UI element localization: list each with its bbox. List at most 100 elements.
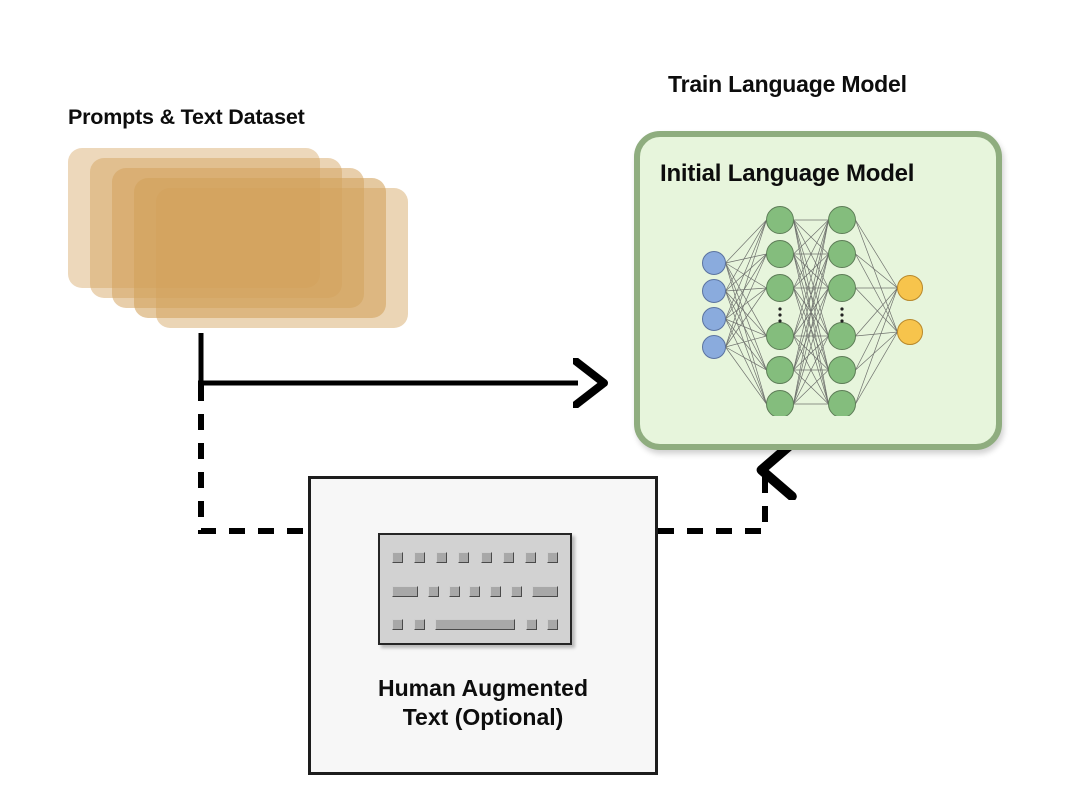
output-node bbox=[897, 319, 923, 345]
human-caption-line-1: Human Augmented bbox=[378, 675, 588, 701]
keyboard-key-small bbox=[427, 586, 439, 597]
keyboard-key-small bbox=[458, 552, 470, 563]
network-edge bbox=[725, 253, 767, 320]
keyboard-row bbox=[392, 586, 558, 597]
keyboard-key-small bbox=[524, 552, 536, 563]
human-caption-line-2: Text (Optional) bbox=[402, 703, 564, 730]
network-edge bbox=[725, 253, 767, 292]
network-edge bbox=[793, 287, 829, 405]
hidden-node bbox=[766, 274, 794, 302]
network-edge bbox=[855, 287, 898, 333]
network-edge bbox=[725, 262, 767, 405]
network-ellipsis-dot bbox=[840, 319, 844, 323]
network-edge bbox=[793, 369, 829, 405]
network-edge bbox=[725, 253, 767, 348]
hidden-node bbox=[766, 240, 794, 268]
network-edge bbox=[793, 219, 829, 255]
keyboard-key-small bbox=[392, 552, 403, 563]
network-edge bbox=[793, 219, 829, 337]
dataset-card bbox=[134, 178, 386, 318]
network-edge bbox=[725, 318, 767, 371]
network-edge bbox=[855, 331, 898, 371]
dashed-line-to-human-box bbox=[198, 385, 308, 534]
keyboard-key-small bbox=[448, 586, 460, 597]
keyboard-row bbox=[392, 552, 558, 563]
keyboard-key-wide bbox=[392, 586, 418, 597]
keyboard-key-small bbox=[480, 552, 492, 563]
keyboard-icon bbox=[378, 533, 572, 645]
keyboard-key-small bbox=[546, 552, 558, 563]
network-edge bbox=[725, 318, 767, 337]
network-ellipsis-dot bbox=[778, 313, 782, 317]
network-edge bbox=[793, 335, 829, 371]
keyboard-key-wide bbox=[531, 586, 558, 597]
dashed-arrow-human-to-model bbox=[658, 470, 765, 534]
human-augmented-caption: Human Augmented Text (Optional) bbox=[308, 674, 658, 732]
hidden-node bbox=[766, 206, 794, 234]
network-edge bbox=[725, 253, 767, 264]
network-ellipsis-dot bbox=[778, 307, 782, 311]
network-edge bbox=[855, 331, 898, 405]
network-edge bbox=[855, 331, 898, 337]
hidden-node bbox=[828, 206, 856, 234]
initial-language-model-box[interactable] bbox=[634, 131, 1002, 450]
network-ellipsis-dot bbox=[840, 307, 844, 311]
network-edge bbox=[725, 287, 767, 320]
train-language-model-title: Train Language Model bbox=[668, 71, 907, 97]
network-edge bbox=[725, 287, 767, 292]
network-edge bbox=[855, 219, 898, 289]
output-node bbox=[897, 275, 923, 301]
network-edge bbox=[725, 262, 767, 371]
keyboard-key-space bbox=[435, 619, 515, 630]
network-edge bbox=[793, 335, 829, 405]
keyboard-key-small bbox=[413, 619, 425, 630]
network-edge bbox=[725, 262, 767, 289]
dataset-title: Prompts & Text Dataset bbox=[68, 105, 305, 129]
network-edge bbox=[725, 335, 767, 348]
network-edge bbox=[725, 287, 767, 348]
keyboard-key-small bbox=[502, 552, 514, 563]
hidden-node bbox=[766, 322, 794, 350]
dataset-card bbox=[156, 188, 408, 328]
network-edge bbox=[725, 262, 767, 337]
keyboard-key-small bbox=[547, 619, 558, 630]
network-edge bbox=[855, 287, 898, 337]
hidden-node bbox=[828, 322, 856, 350]
keyboard-key-small bbox=[436, 552, 448, 563]
network-edge bbox=[725, 290, 767, 405]
hidden-node bbox=[828, 274, 856, 302]
network-edge bbox=[725, 219, 767, 292]
network-edge bbox=[793, 253, 829, 289]
input-node bbox=[702, 307, 726, 331]
network-edge bbox=[725, 219, 767, 348]
network-edge bbox=[725, 318, 767, 405]
prompts-text-dataset-stack[interactable] bbox=[68, 148, 418, 328]
network-edge bbox=[855, 253, 898, 289]
network-edge bbox=[793, 253, 829, 405]
network-edge bbox=[725, 346, 767, 405]
network-edge bbox=[793, 219, 829, 289]
network-edge bbox=[855, 287, 898, 405]
network-edge bbox=[855, 253, 898, 333]
network-ellipsis-dot bbox=[840, 313, 844, 317]
hidden-node bbox=[766, 356, 794, 384]
network-edge bbox=[725, 290, 767, 371]
input-node bbox=[702, 335, 726, 359]
network-edge bbox=[725, 346, 767, 371]
network-edge bbox=[725, 219, 767, 320]
input-node bbox=[702, 279, 726, 303]
network-edge bbox=[793, 219, 829, 405]
network-edge bbox=[725, 219, 767, 264]
keyboard-key-small bbox=[525, 619, 537, 630]
network-edge bbox=[725, 290, 767, 337]
hidden-node bbox=[766, 390, 794, 416]
keyboard-key-small bbox=[469, 586, 481, 597]
hidden-node bbox=[828, 356, 856, 384]
keyboard-key-small bbox=[490, 586, 502, 597]
keyboard-key-small bbox=[511, 586, 523, 597]
hidden-node bbox=[828, 240, 856, 268]
input-node bbox=[702, 251, 726, 275]
keyboard-key-small bbox=[414, 552, 426, 563]
